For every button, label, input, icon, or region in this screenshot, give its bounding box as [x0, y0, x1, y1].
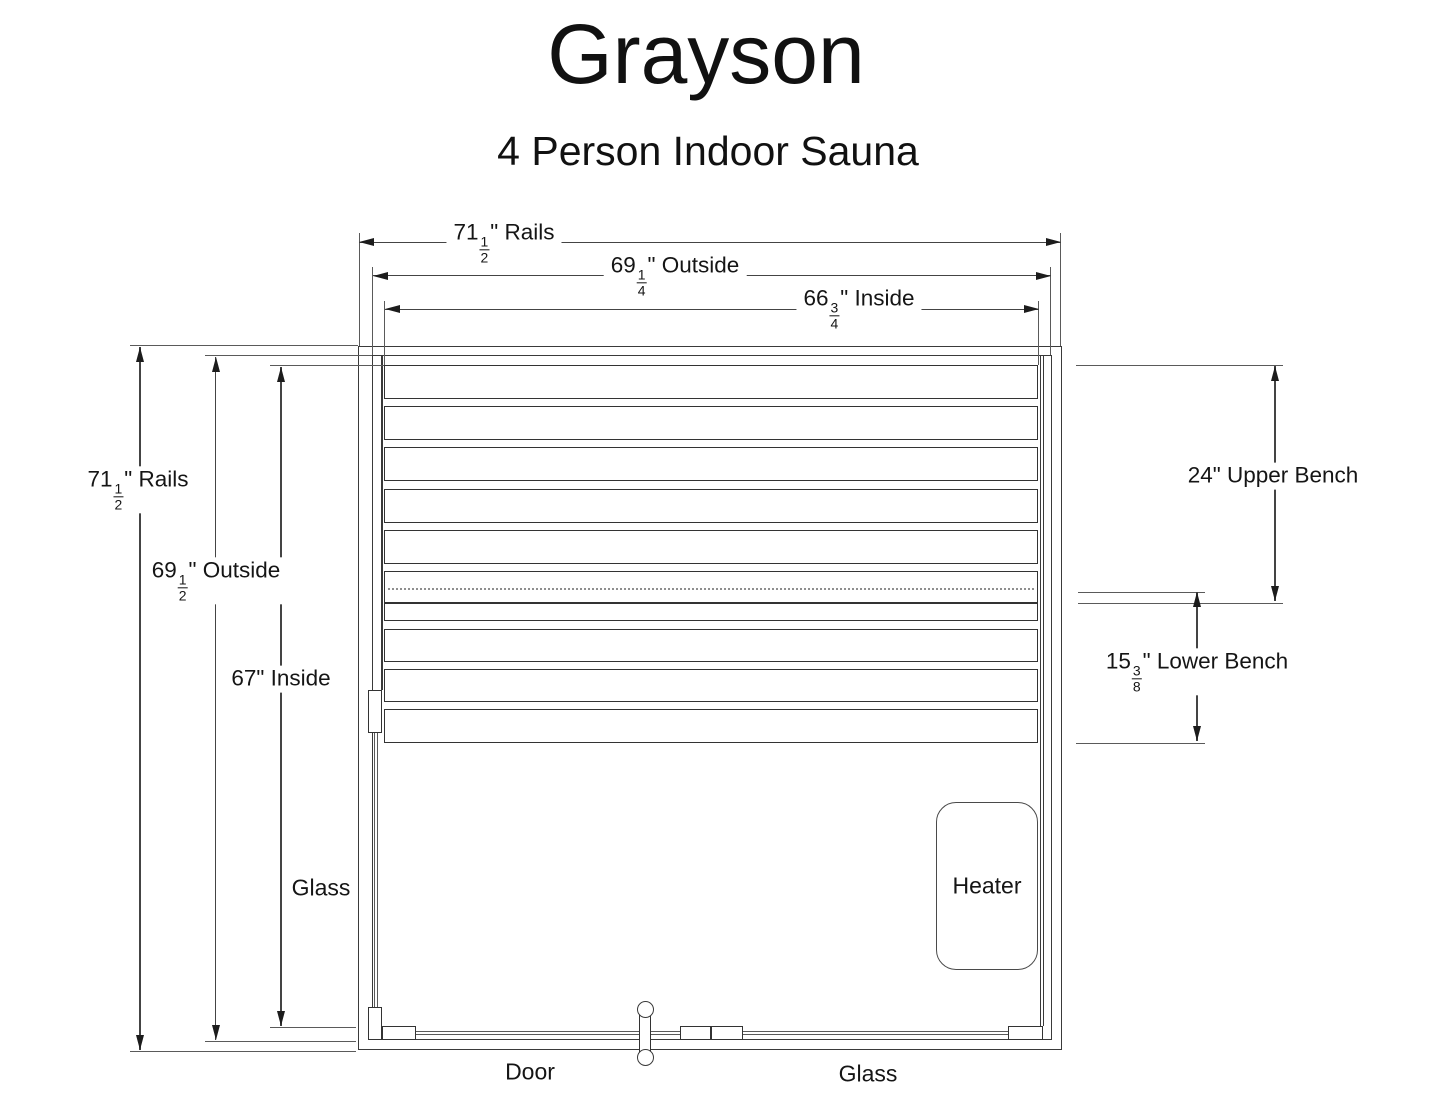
front-glass-line: [743, 1031, 1008, 1033]
extension-line: [130, 345, 358, 347]
extension-line: [372, 267, 374, 355]
arrow-down: [136, 1035, 144, 1050]
bench-slat: [384, 629, 1038, 662]
dim-line-top-inside: [385, 308, 1039, 310]
bench-slat: [384, 530, 1038, 564]
left-glass-pane-line: [377, 733, 379, 1008]
door-handle-bar: [639, 1013, 651, 1054]
arrow-right: [1036, 271, 1051, 280]
right-wall-inner-face: [1039, 355, 1041, 1026]
arrow-up: [136, 347, 144, 362]
arrow-up: [211, 357, 220, 372]
door-frame-corner-block: [382, 1026, 416, 1040]
door-handle-knob-top: [637, 1001, 654, 1018]
extension-line: [270, 1026, 356, 1028]
glass-left-label: Glass: [291, 874, 351, 901]
door-glass-line: [416, 1031, 639, 1033]
page-subtitle: 4 Person Indoor Sauna: [497, 128, 919, 174]
arrow-up: [1271, 366, 1279, 381]
bench-slat: [384, 669, 1038, 702]
dim-line-left-rails: [139, 347, 141, 1050]
extension-line: [1078, 591, 1205, 593]
bench-slat: [384, 447, 1038, 481]
glass-post-upper: [368, 690, 382, 733]
extension-line: [1060, 233, 1062, 346]
glass-front-label: Glass: [838, 1060, 898, 1087]
door-glass-line: [416, 1034, 639, 1036]
bench-left-rail: [381, 355, 383, 690]
door-latch-block: [711, 1026, 743, 1040]
extension-line: [1050, 267, 1052, 355]
door-glass-line: [651, 1031, 680, 1033]
arrow-right: [1046, 238, 1061, 246]
extension-line: [1076, 365, 1283, 367]
arrow-up: [277, 367, 285, 382]
left-glass-pane-line: [373, 733, 375, 1008]
door-label: Door: [505, 1058, 555, 1085]
door-handle-knob-bottom: [637, 1049, 654, 1066]
front-glass-line: [743, 1034, 1008, 1036]
glass-post-lower: [368, 1007, 382, 1040]
dim-label-left-inside: 67" Inside: [224, 665, 338, 693]
arrow-left: [373, 271, 388, 280]
extension-line: [205, 1040, 356, 1042]
glass-corner-block-right: [1008, 1026, 1043, 1040]
arrow-up: [1193, 592, 1201, 607]
arrow-down: [1271, 586, 1279, 601]
right-wall-inner-face-2: [1042, 355, 1044, 1026]
extension-line: [130, 1050, 356, 1052]
arrow-left: [385, 305, 400, 313]
extension-line: [205, 355, 372, 357]
bench-slat: [384, 365, 1038, 399]
bench-slat-upper-front: [384, 571, 1038, 603]
arrow-down: [211, 1025, 220, 1040]
extension-line: [1038, 301, 1040, 365]
arrow-right: [1024, 305, 1039, 313]
lower-bench-back-board: [384, 603, 1038, 621]
dim-line-left-outside: [214, 357, 216, 1040]
extension-line: [1078, 602, 1283, 604]
extension-line: [1076, 742, 1205, 744]
heater-box: [936, 802, 1038, 970]
dim-label-upper-bench: 24" Upper Bench: [1180, 462, 1366, 490]
upper-bench-hidden-edge: [388, 588, 1034, 590]
dim-line-left-inside: [280, 367, 282, 1026]
extension-line: [358, 233, 360, 346]
dim-line-top-rails: [359, 241, 1061, 243]
arrow-down: [1193, 726, 1201, 741]
extension-line: [384, 301, 386, 365]
page-title: Grayson: [547, 7, 865, 101]
bench-slat: [384, 709, 1038, 743]
bench-slat: [384, 406, 1038, 440]
door-glass-line: [651, 1034, 680, 1036]
arrow-down: [277, 1011, 285, 1026]
door-latch-block: [680, 1026, 711, 1040]
extension-line: [270, 365, 384, 367]
arrow-left: [359, 238, 374, 246]
bench-slat: [384, 489, 1038, 523]
heater-label: Heater: [952, 872, 1022, 899]
